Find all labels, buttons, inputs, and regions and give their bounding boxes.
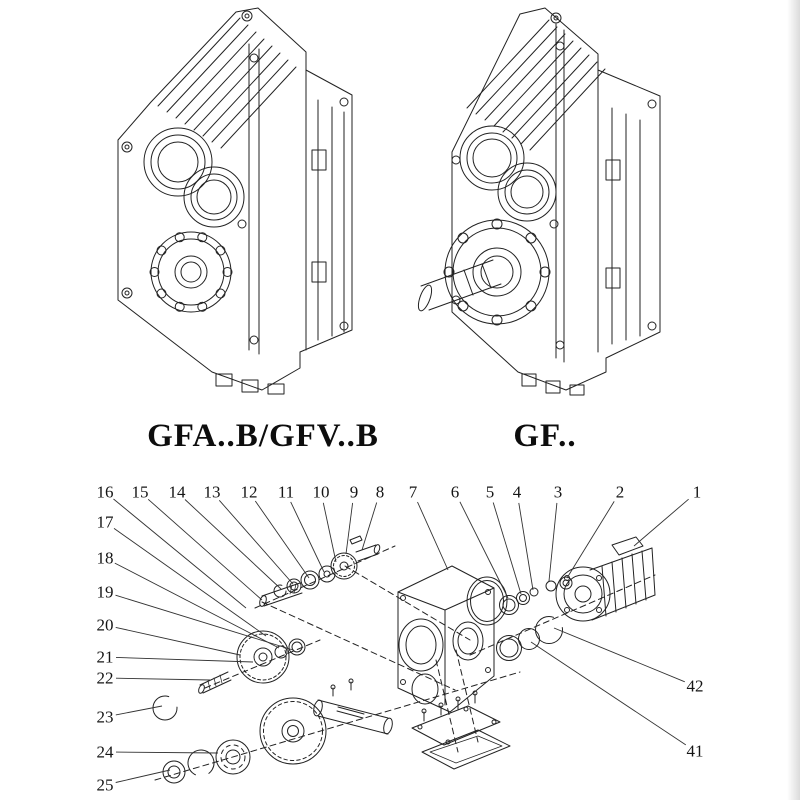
part-number-19: 19 xyxy=(96,582,114,602)
part-number-9: 9 xyxy=(349,482,359,502)
output-gear xyxy=(259,697,327,765)
gear-housing xyxy=(397,565,495,713)
part-number-4: 4 xyxy=(512,482,522,502)
part-number-11: 11 xyxy=(277,482,295,502)
output-shaft xyxy=(313,678,393,735)
product-caption-gfab-gfv: GFA..B/GFV..B xyxy=(147,418,379,454)
gf-output-flange xyxy=(443,218,551,326)
gfab-output-bearing xyxy=(149,231,233,313)
gfab-gfv-drawing xyxy=(117,7,353,395)
product-caption-gf: GF.. xyxy=(513,418,577,454)
part-number-15: 15 xyxy=(131,482,149,502)
gf-output-shaft xyxy=(417,259,502,312)
part-number-13: 13 xyxy=(203,482,221,502)
page-edge-shadow xyxy=(787,0,800,800)
part-number-24: 24 xyxy=(96,742,114,762)
part-number-20: 20 xyxy=(96,615,114,635)
gf-drawing xyxy=(417,7,661,396)
part-number-42: 42 xyxy=(686,676,704,696)
part-number-25: 25 xyxy=(96,775,114,795)
part-number-41: 41 xyxy=(686,741,704,761)
part-number-7: 7 xyxy=(408,482,418,502)
part-number-18: 18 xyxy=(96,548,114,568)
part-number-23: 23 xyxy=(96,707,114,727)
part-number-3: 3 xyxy=(553,482,563,502)
gf-cooling-fins xyxy=(466,19,606,151)
part-number-21: 21 xyxy=(96,647,114,667)
spline-shaft xyxy=(198,671,232,694)
part-number-2: 2 xyxy=(615,482,625,502)
part-number-5: 5 xyxy=(485,482,495,502)
part-number-14: 14 xyxy=(168,482,186,502)
part-number-17: 17 xyxy=(96,512,114,532)
part-number-6: 6 xyxy=(450,482,460,502)
gfab-input-bores xyxy=(143,127,247,229)
part-number-1: 1 xyxy=(692,482,702,502)
part-number-12: 12 xyxy=(240,482,258,502)
part-number-22: 22 xyxy=(96,668,114,688)
part-number-10: 10 xyxy=(312,482,330,502)
bottom-cover-set xyxy=(411,690,511,770)
part-number-16: 16 xyxy=(96,482,114,502)
part-number-8: 8 xyxy=(375,482,385,502)
